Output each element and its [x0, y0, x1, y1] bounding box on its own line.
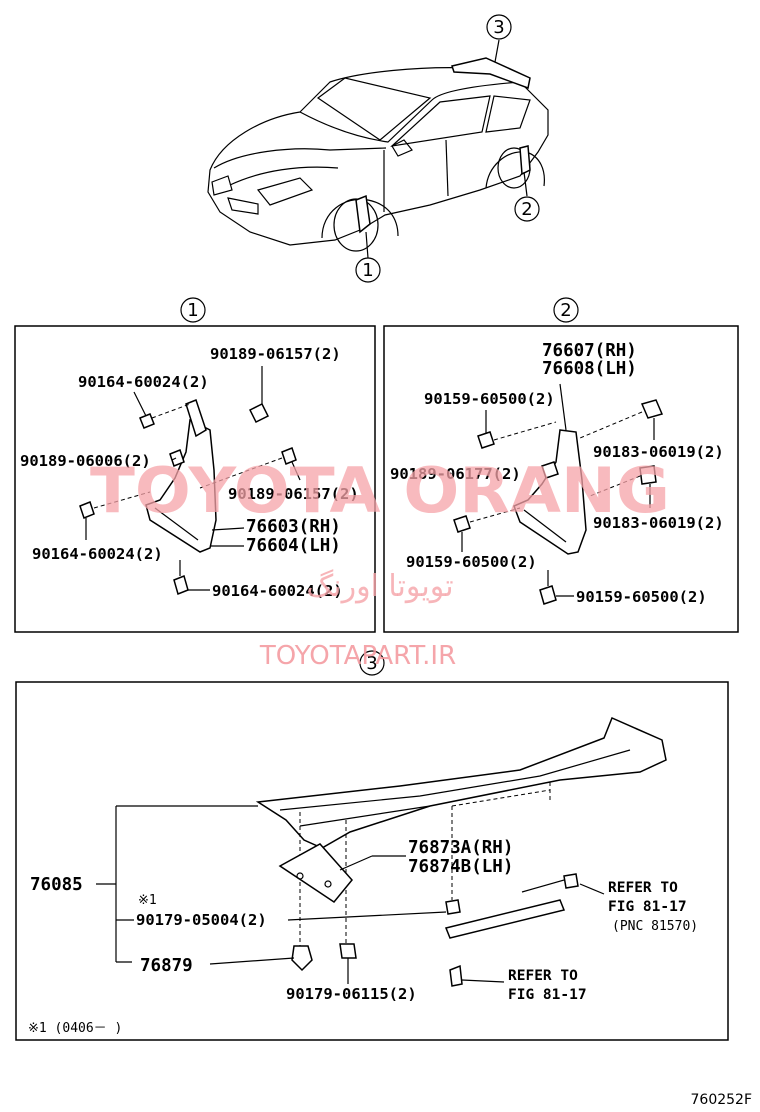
panel-3-rear-spoiler: 3 [15, 650, 729, 1041]
label-76608: 76608(LH) [542, 359, 637, 379]
label-90189-06006: 90189-06006(2) [20, 452, 151, 470]
clip-76879 [291, 945, 313, 972]
note-mark: ※1 [138, 893, 157, 908]
label-76873a: 76873A(RH) [408, 838, 513, 858]
label-90159-60500-c: 90159-60500(2) [576, 588, 707, 606]
screw-90164-60024-lower-left [79, 491, 151, 540]
label-90164-60024-a: 90164-60024(2) [78, 373, 209, 391]
label-90189-06177: 90189-06177(2) [390, 465, 521, 483]
overview-callout-1: 1 [355, 257, 381, 283]
label-76607: 76607(RH) [542, 341, 637, 361]
overview-callout-3: 3 [486, 14, 512, 40]
screw-90189-06157-lower [199, 447, 301, 489]
clip-90183-06019-upper [579, 399, 664, 440]
watermark: TOYOTA ORANG تویوتا اورنگ TOYOTAPART.IR [90, 454, 670, 671]
refer-text-1c: (PNC 81570) [612, 919, 698, 934]
footnote: ※1 (0406－ ) [28, 1021, 122, 1036]
watermark-persian: تویوتا اورنگ [306, 569, 453, 604]
svg-text:2: 2 [521, 199, 532, 220]
svg-text:2: 2 [560, 300, 571, 321]
label-90179-06115: 90179-06115(2) [286, 985, 417, 1003]
screw-90159-60500-upper [477, 410, 557, 449]
watermark-url: TOYOTAPART.IR [259, 641, 456, 671]
rear-mudguard-part [513, 429, 587, 555]
nut-90189-06177 [541, 461, 559, 479]
label-90159-60500-a: 90159-60500(2) [424, 390, 555, 408]
screw-stop-lamp [449, 964, 505, 987]
label-90183-06019-b: 90183-06019(2) [593, 514, 724, 532]
refer-text-2b: FIG 81-17 [508, 987, 587, 1003]
watermark-brand: TOYOTA ORANG [90, 454, 670, 527]
refer-text-2a: REFER TO [508, 968, 578, 984]
rear-spoiler-part [255, 717, 667, 849]
label-76879: 76879 [140, 956, 193, 976]
label-76874b: 76874B(LH) [408, 857, 513, 877]
svg-text:1: 1 [187, 300, 198, 321]
refer-text-1b: FIG 81-17 [608, 899, 687, 915]
panel-1-front-mudguard: 1 [14, 297, 376, 633]
spoiler-bracket-plate [278, 843, 353, 904]
panel-2-rear-mudguard: 2 [383, 297, 739, 633]
car-overview-illustration [207, 39, 549, 259]
label-90179-05004: 90179-05004(2) [136, 911, 267, 929]
label-90159-60500-b: 90159-60500(2) [406, 553, 537, 571]
svg-text:1: 1 [362, 260, 373, 281]
svg-text:3: 3 [366, 653, 377, 674]
screw-90164-60024-upper [133, 391, 191, 429]
label-90189-06157-a: 90189-06157(2) [210, 345, 341, 363]
overview-callout-2: 2 [514, 196, 540, 222]
screw-90159-60500-middle [453, 507, 521, 552]
screw-90164-60024-bottom [173, 560, 210, 596]
clip-90179-06115 [339, 943, 357, 984]
refer-text-1a: REFER TO [608, 880, 678, 896]
front-mudguard-part [145, 418, 217, 553]
label-76603: 76603(RH) [246, 517, 341, 537]
clip-90179-05004 [445, 899, 461, 915]
figure-code: 760252F [691, 1092, 753, 1108]
screw-90159-60500-bottom [539, 570, 574, 605]
label-76085: 76085 [30, 875, 83, 895]
label-90164-60024-c: 90164-60024(2) [212, 582, 343, 600]
stop-lamp-bar [444, 899, 566, 939]
label-76604: 76604(LH) [246, 536, 341, 556]
svg-text:3: 3 [493, 17, 504, 38]
label-90183-06019-a: 90183-06019(2) [593, 443, 724, 461]
clip-90183-06019-lower [589, 465, 657, 508]
label-90164-60024-b: 90164-60024(2) [32, 545, 163, 563]
nut-90189-06006 [169, 449, 185, 467]
label-90189-06157-b: 90189-06157(2) [228, 485, 359, 503]
screw-90189-06157-upper [248, 366, 270, 424]
